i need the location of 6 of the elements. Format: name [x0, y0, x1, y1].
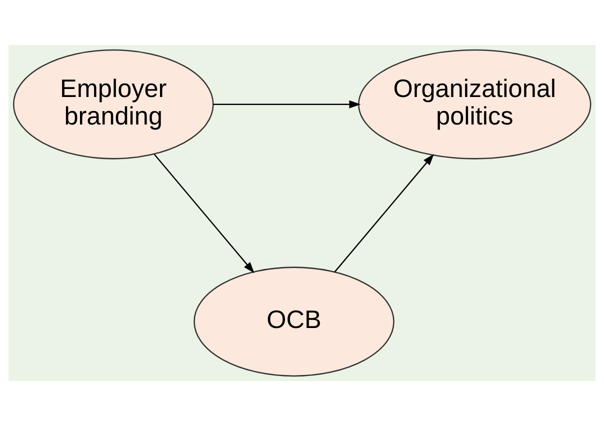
arrow	[154, 154, 254, 274]
node-ellipse: OCB	[194, 266, 394, 377]
arrow	[334, 154, 434, 272]
node-ellipse: Employer branding	[12, 49, 214, 160]
arrow	[213, 100, 361, 108]
node-ellipse: Organizational politics	[358, 49, 592, 160]
